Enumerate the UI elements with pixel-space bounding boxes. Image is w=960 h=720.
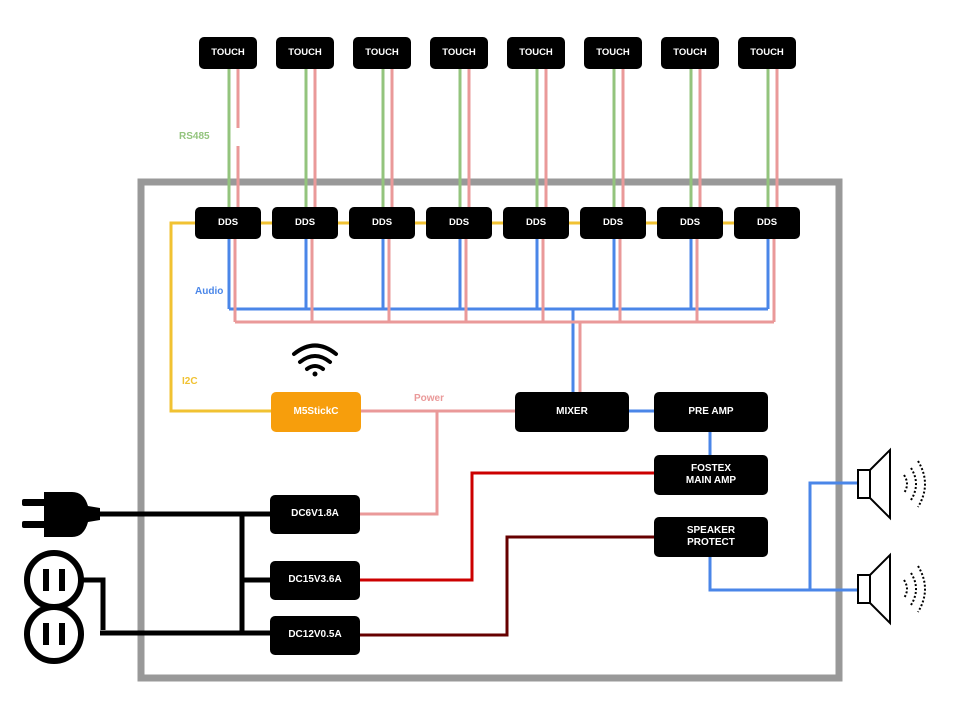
touch-module-8: TOUCH xyxy=(738,37,796,69)
wall-outlet-icon xyxy=(24,604,84,664)
touch-module-5: TOUCH xyxy=(507,37,565,69)
dc6v-block: DC6V1.8A xyxy=(270,495,360,534)
pre-amp-block: PRE AMP xyxy=(654,392,768,432)
enclosure-frame xyxy=(137,178,843,682)
mixer-block: MIXER xyxy=(515,392,629,432)
dc12v-line xyxy=(359,535,655,637)
touch-module-4: TOUCH xyxy=(430,37,488,69)
m5stickc-block: M5StickC xyxy=(271,392,361,432)
dds-module-3: DDS xyxy=(349,207,415,239)
touch-module-1: TOUCH xyxy=(199,37,257,69)
touch-module-6: TOUCH xyxy=(584,37,642,69)
dds-module-1: DDS xyxy=(195,207,261,239)
power-plug-icon xyxy=(22,492,100,537)
speaker-icon xyxy=(857,552,926,626)
i2c-label: I2C xyxy=(182,376,198,387)
dds-module-7: DDS xyxy=(657,207,723,239)
audio-label: Audio xyxy=(195,286,224,297)
dc15v-line xyxy=(359,471,655,582)
touch-module-3: TOUCH xyxy=(353,37,411,69)
dds-module-5: DDS xyxy=(503,207,569,239)
touch-module-2: TOUCH xyxy=(276,37,334,69)
i2c-bus xyxy=(169,221,735,413)
dds-module-6: DDS xyxy=(580,207,646,239)
dc15v-block: DC15V3.6A xyxy=(270,561,360,600)
touch-wires xyxy=(227,69,779,208)
touch-module-7: TOUCH xyxy=(661,37,719,69)
speaker-protect-block: SPEAKER PROTECT xyxy=(654,517,768,557)
wifi-icon xyxy=(292,343,338,377)
dds-module-8: DDS xyxy=(734,207,800,239)
dds-module-4: DDS xyxy=(426,207,492,239)
dc12v-block: DC12V0.5A xyxy=(270,616,360,655)
rs485-label: RS485 xyxy=(179,131,210,142)
wall-outlet-icon xyxy=(24,550,84,610)
main-amp-block: FOSTEX MAIN AMP xyxy=(654,455,768,495)
speaker-icon xyxy=(857,447,926,521)
power-bus xyxy=(233,239,776,516)
mains-wiring xyxy=(82,511,272,636)
audio-bus xyxy=(227,239,858,592)
dds-module-2: DDS xyxy=(272,207,338,239)
power-label: Power xyxy=(414,393,445,404)
